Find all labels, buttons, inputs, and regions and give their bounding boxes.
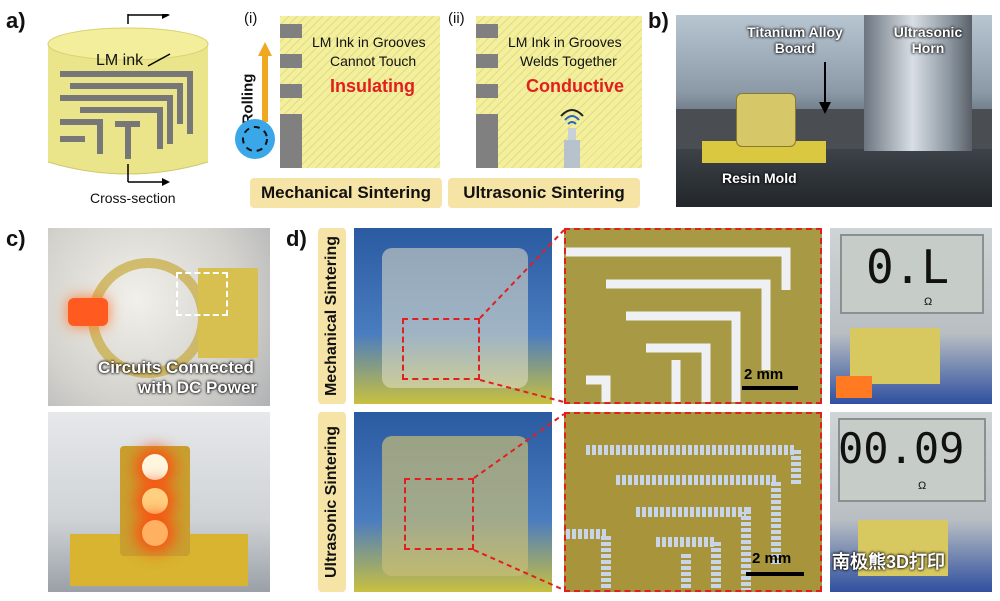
resin-mold-plate xyxy=(702,141,826,163)
row-mechanical-label: Mechanical Sintering xyxy=(318,228,346,404)
mech-meter-photo xyxy=(830,228,992,404)
circuit-caption-1: Circuits Connected xyxy=(98,358,254,377)
watermark: 南极熊3D打印 xyxy=(832,552,946,572)
ultra-meter-photo xyxy=(830,412,992,592)
sub-i-label: (i) xyxy=(244,10,258,27)
cross-section-label: Cross-section xyxy=(90,190,176,206)
diagram-i-text2: Cannot Touch xyxy=(330,53,417,69)
mold-label: Resin Mold xyxy=(722,170,797,186)
led-top xyxy=(142,454,168,480)
ultra-meter-ohm: Ω xyxy=(918,480,927,492)
ultrasonic-horn-icon xyxy=(560,109,584,168)
mechanical-sintering-label: Mechanical Sintering xyxy=(250,178,442,208)
insulating-label: Insulating xyxy=(330,76,415,96)
sub-ii-label: (ii) xyxy=(448,10,465,27)
horn-body xyxy=(864,15,972,151)
mech-meter-reading: 0.L xyxy=(866,240,950,294)
diagram-i xyxy=(280,16,440,168)
roller-icon xyxy=(235,119,275,159)
ultrasonic-setup-photo xyxy=(676,15,992,207)
ultra-scale-bar xyxy=(746,572,804,576)
circuit-led-photo-2 xyxy=(48,412,270,592)
row-ultrasonic-label: Ultrasonic Sintering xyxy=(318,412,346,592)
led-middle xyxy=(142,488,168,514)
mech-meter-ohm: Ω xyxy=(924,296,933,308)
ultrasonic-sintering-label: Ultrasonic Sintering xyxy=(448,178,640,208)
panel-b-label: b) xyxy=(648,8,669,33)
circuit-caption-2: with DC Power xyxy=(138,378,258,397)
mech-scale-bar xyxy=(742,386,798,390)
ultra-zoom-photo xyxy=(564,412,822,592)
lm-ink-label: LM ink xyxy=(96,52,144,69)
rolling-arrow-icon xyxy=(258,42,272,122)
titanium-label: Titanium Alloy Board xyxy=(747,24,843,56)
mech-scale-label: 2 mm xyxy=(744,366,784,383)
ultra-scale-label: 2 mm xyxy=(752,550,792,567)
led-bottom xyxy=(142,520,168,546)
diagram-ii-text1: LM Ink in Grooves xyxy=(508,34,622,50)
circuit-led-photo-1 xyxy=(48,228,270,406)
ultra-zoom-box xyxy=(404,478,474,550)
panel-a-label: a) xyxy=(6,8,26,33)
cylinder-illustration xyxy=(47,14,209,186)
diagram-ii-text2: Welds Together xyxy=(520,53,617,69)
panel-d-label: d) xyxy=(286,226,307,251)
horn-label: Ultrasonic Horn xyxy=(893,24,963,56)
mech-zoom-box xyxy=(402,318,480,380)
titanium-arrow-icon xyxy=(819,62,831,114)
diagram-i-text1: LM Ink in Grooves xyxy=(312,34,426,50)
diagram-ii xyxy=(476,16,642,168)
conductive-label: Conductive xyxy=(526,76,625,96)
mech-zoom-photo xyxy=(564,228,822,404)
ultra-meter-reading: 00.09 xyxy=(838,424,965,473)
panel-c-label: c) xyxy=(6,226,26,251)
cylinder-sample xyxy=(736,93,796,147)
